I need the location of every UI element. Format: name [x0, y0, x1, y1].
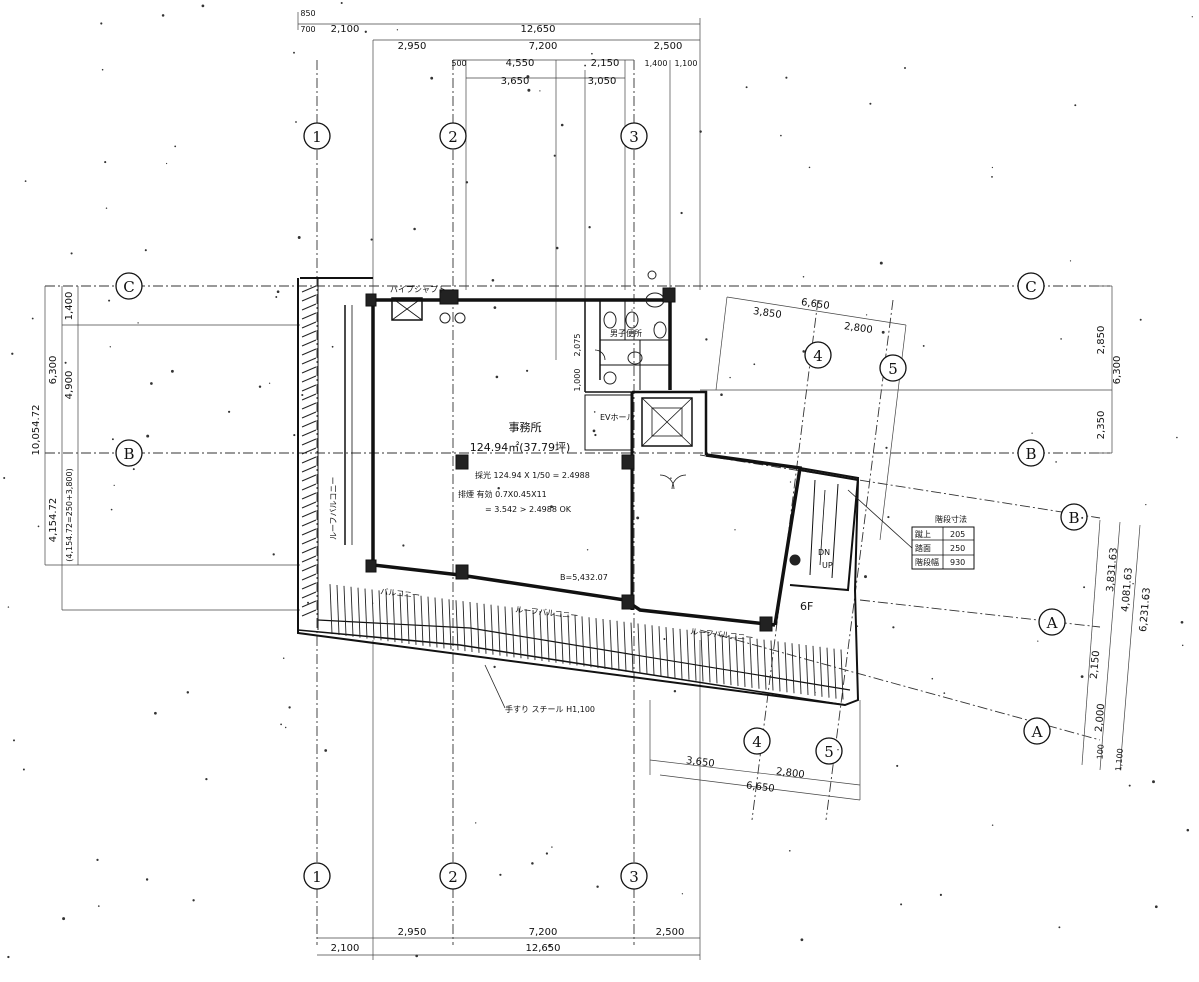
toilet-fixtures — [439, 270, 801, 566]
dim-right-6300: 6,300 — [1112, 356, 1123, 385]
dim-rot-3850: 3,850 — [752, 306, 782, 321]
axis-label-rot-bottom-4: 4 — [752, 733, 762, 751]
balcony-left-label: ルーフバルコニー — [329, 477, 338, 540]
dim-top-2100: 2,100 — [331, 24, 360, 35]
axis-bubbles — [115, 122, 1088, 890]
axis-label-top-2: 2 — [448, 128, 458, 146]
axis-label-right-b: B — [1025, 445, 1036, 463]
dim-top-2950: 2,950 — [398, 41, 427, 52]
stair-table-row3-value: 930 — [950, 558, 965, 567]
dim-rot-bottom-2800: 2,800 — [775, 766, 805, 780]
dim-left-4154: 4,154.72 — [48, 498, 59, 543]
stair-dn-label: DN — [818, 548, 830, 557]
axis-label-top-1: 1 — [312, 128, 322, 146]
room-calc-result: = 3.542 > 2.4988 OK — [485, 505, 572, 514]
dim-left-6300: 6,300 — [48, 356, 59, 385]
dim-bottom-2100: 2,100 — [331, 943, 360, 954]
axis-label-rot-bottom-5: 5 — [824, 743, 834, 761]
axis-label-left-c: C — [123, 278, 134, 296]
dim-right-2850: 2,850 — [1096, 326, 1107, 355]
stair-table-row3-label: 階段幅 — [915, 557, 939, 567]
building-walls — [297, 277, 860, 707]
dim-top-3650: 3,650 — [501, 76, 530, 87]
pipe-shaft-label: パイプシャフト — [390, 285, 446, 294]
axis-label-rot-4: 4 — [813, 347, 823, 365]
balcony-label-1: バルコニー — [380, 587, 421, 600]
room-calc-light: 採光 124.94 X 1/50 = 2.4988 — [475, 470, 590, 480]
dim-rot-right-100: 100 — [1095, 744, 1105, 760]
dim-top-4550: 4,550 — [506, 58, 535, 69]
wc-label: 男子便所 — [610, 328, 642, 338]
dim-rot-right-3831: 3,831.63 — [1105, 547, 1120, 592]
dim-left-10054: 10,054.72 — [31, 405, 42, 456]
axis-label-rot-b: B — [1068, 509, 1079, 527]
stair-table-row2-label: 踏面 — [915, 543, 931, 553]
dim-top-2150: 2,150 — [591, 58, 620, 69]
axis-label-rot-a2: A — [1031, 723, 1043, 741]
dim-rot-bottom-6650: 6,650 — [745, 780, 775, 794]
dim-top-7200: 7,200 — [529, 41, 558, 52]
dim-depth-2075: 2,075 — [573, 334, 582, 357]
scan-noise — [3, 1, 1193, 959]
dim-top-2500: 2,500 — [654, 41, 683, 52]
stair-table-row1-value: 205 — [950, 530, 965, 539]
dim-bottom-7200: 7,200 — [529, 927, 558, 938]
dim-top-1100: 1,100 — [675, 59, 698, 68]
axis-label-top-3: 3 — [629, 128, 639, 146]
axis-label-rot-a1: A — [1046, 614, 1058, 632]
axis-label-bottom-1: 1 — [312, 868, 322, 886]
stair-table-title: 階段寸法 — [935, 514, 967, 524]
axis-label-rot-5: 5 — [888, 360, 898, 378]
dim-rot-6650: 6,650 — [800, 297, 830, 312]
room-name: 事務所 — [509, 420, 542, 434]
dim-top-700: 700 — [300, 25, 315, 34]
room-area: 124.94㎡(37.79坪) — [470, 441, 571, 454]
dim-top-500: 500 — [451, 59, 466, 68]
room-b-value: B=5,432.07 — [560, 573, 608, 582]
floor-label: 6F — [800, 600, 813, 613]
axis-label-right-c: C — [1025, 278, 1036, 296]
dim-top-12650: 12,650 — [521, 24, 556, 35]
dim-depth-1000: 1,000 — [573, 369, 582, 392]
dim-rot-bottom-3650: 3,650 — [685, 755, 715, 769]
stair-table-row1-label: 蹴上 — [915, 529, 931, 539]
stair-table-row2-value: 250 — [950, 544, 965, 553]
dim-top-1400: 1,400 — [645, 59, 668, 68]
railing-label: 手すり スチール H1,100 — [505, 704, 595, 714]
dim-rot-right-6231: 6,231.63 — [1138, 587, 1153, 632]
dim-rot-right-1100: 1,100 — [1114, 748, 1125, 772]
dim-rot-right-2150: 2,150 — [1089, 650, 1102, 679]
axis-label-left-b: B — [123, 445, 134, 463]
dim-left-4154-detail: (4,154.72=250+3,800) — [65, 468, 74, 561]
dim-left-4900: 4,900 — [64, 371, 75, 400]
dim-left-1400: 1,400 — [64, 292, 75, 321]
dim-bottom-12650: 12,650 — [526, 943, 561, 954]
balcony-hatching — [301, 285, 844, 700]
axis-label-bottom-3: 3 — [629, 868, 639, 886]
dim-top-850: 850 — [300, 9, 315, 18]
axis-label-bottom-2: 2 — [448, 868, 458, 886]
ev-hall-label: EVホール — [600, 413, 635, 422]
stair-up-label: UP — [822, 561, 833, 570]
stair-dimension-table: 階段寸法 蹴上 205 踏面 250 階段幅 930 — [911, 514, 975, 570]
room-calc-smoke: 排煙 有効 0.7X0.45X11 — [458, 489, 547, 499]
stair-table-leader — [847, 489, 913, 549]
railing-leader — [484, 664, 506, 709]
dim-bottom-2500: 2,500 — [656, 927, 685, 938]
dim-rot-2800: 2,800 — [843, 321, 873, 336]
dim-rot-right-4081: 4,081.63 — [1120, 567, 1135, 612]
dim-rot-right-2000: 2,000 — [1094, 703, 1107, 732]
dim-top-3050: 3,050 — [588, 76, 617, 87]
dim-bottom-2950: 2,950 — [398, 927, 427, 938]
dim-right-2350: 2,350 — [1096, 411, 1107, 440]
